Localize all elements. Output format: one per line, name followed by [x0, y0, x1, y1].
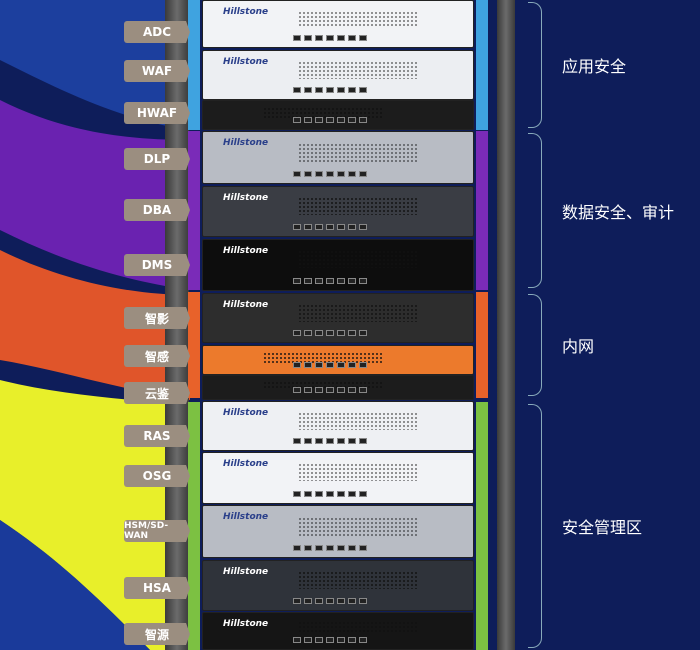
network-ports [293, 35, 367, 41]
group-bracket [528, 404, 542, 648]
brand-logo: Hillstone [223, 459, 269, 469]
network-ports [293, 438, 367, 444]
vent-grille [298, 197, 418, 215]
device-label: DLP [124, 148, 190, 170]
brand-logo: Hillstone [223, 138, 269, 148]
device-label: 云鉴 [124, 382, 190, 404]
brand-logo: Hillstone [223, 408, 269, 418]
network-ports [293, 362, 367, 368]
vent-grille [298, 463, 418, 481]
network-ports [293, 117, 367, 123]
device-label: DBA [124, 199, 190, 221]
vent-grille [298, 143, 418, 162]
left-zone-strip [188, 0, 200, 130]
group-bracket [528, 2, 542, 128]
group-bracket [528, 133, 542, 288]
network-ports [293, 598, 367, 604]
zone-label: 内网 [562, 337, 595, 356]
left-zone-strip [188, 292, 200, 398]
network-ports [293, 545, 367, 551]
right-zone-strip [476, 402, 488, 650]
rack-device: Hillstone [202, 131, 474, 184]
network-ports [293, 171, 367, 177]
device-label: 智影 [124, 307, 190, 329]
brand-logo: Hillstone [223, 567, 269, 577]
device-label: HSM/SD-WAN [124, 520, 190, 542]
rack-device [202, 375, 474, 400]
rack-device: Hillstone [202, 239, 474, 291]
right-zone-strip [476, 292, 488, 398]
left-zone-strip [188, 131, 200, 290]
network-ports [293, 87, 367, 93]
rack-device: Hillstone [202, 293, 474, 343]
group-bracket [528, 294, 542, 396]
network-ports [293, 330, 367, 336]
brand-logo: Hillstone [223, 57, 269, 67]
rack-device: Hillstone [202, 0, 474, 48]
brand-logo: Hillstone [223, 300, 269, 310]
right-zone-strip [476, 0, 488, 130]
device-label: 智感 [124, 345, 190, 367]
zone-label: 安全管理区 [562, 518, 643, 537]
vent-grille [298, 517, 418, 536]
rack-rail-right [497, 0, 515, 650]
vent-grille [298, 11, 418, 28]
device-label: 智源 [124, 623, 190, 645]
rack-device: Hillstone [202, 560, 474, 611]
left-zone-strip [188, 402, 200, 650]
vent-grille [298, 61, 418, 79]
vent-grille [263, 381, 383, 390]
network-ports [293, 637, 367, 643]
vent-grille [298, 571, 418, 589]
network-ports [293, 224, 367, 230]
brand-logo: Hillstone [223, 619, 269, 629]
vent-grille [298, 412, 418, 430]
network-ports [293, 491, 367, 497]
rack-device: Hillstone [202, 505, 474, 558]
right-zone-strip [476, 131, 488, 290]
brand-logo: Hillstone [223, 512, 269, 522]
device-label: RAS [124, 425, 190, 447]
device-label: HWAF [124, 102, 190, 124]
vent-grille [298, 621, 418, 634]
vent-grille [263, 352, 383, 363]
rack-device [202, 345, 474, 375]
device-label: ADC [124, 21, 190, 43]
rack-device: Hillstone [202, 186, 474, 237]
vent-grille [263, 107, 383, 118]
device-label: DMS [124, 254, 190, 276]
brand-logo: Hillstone [223, 7, 269, 17]
brand-logo: Hillstone [223, 246, 269, 256]
zone-label: 应用安全 [562, 57, 627, 76]
rack-device: Hillstone [202, 612, 474, 650]
vent-grille [298, 250, 418, 268]
network-ports [293, 387, 367, 393]
rack-device: Hillstone [202, 452, 474, 504]
rack-device: Hillstone [202, 50, 474, 100]
rack-device [202, 100, 474, 130]
network-ports [293, 278, 367, 284]
rack-device: Hillstone [202, 401, 474, 451]
vent-grille [298, 304, 418, 322]
device-label: WAF [124, 60, 190, 82]
device-label: HSA [124, 577, 190, 599]
zone-label: 数据安全、审计 [562, 202, 675, 222]
brand-logo: Hillstone [223, 193, 269, 203]
device-label: OSG [124, 465, 190, 487]
